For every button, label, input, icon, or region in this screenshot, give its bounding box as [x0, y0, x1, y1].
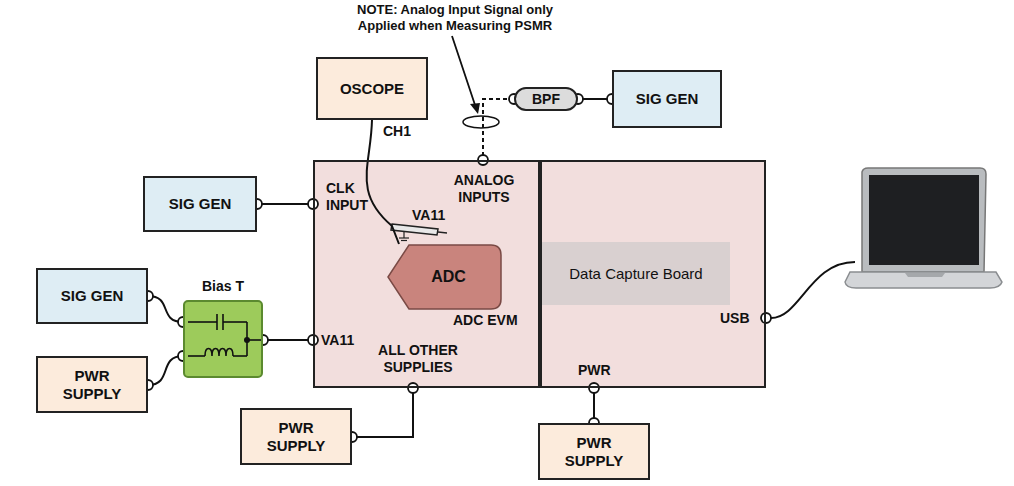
probe-tip: [438, 232, 447, 233]
instrument-box: PWR SUPPLY: [36, 356, 148, 413]
inductor-symbol: [205, 349, 233, 357]
instrument-box: PWR SUPPLY: [240, 408, 352, 465]
junction-dot: [244, 337, 250, 343]
laptop-screen: [869, 175, 979, 265]
laptop-base: [845, 272, 1002, 288]
pin-label: CLK INPUT: [326, 180, 378, 214]
cable-connector: [347, 383, 418, 442]
bias-tee-box: Bias T: [183, 300, 263, 378]
usb-port: [761, 313, 771, 323]
probe-body: [391, 224, 438, 235]
connector-port: [589, 383, 599, 393]
pin-label: PWR: [578, 362, 611, 379]
cable: [148, 356, 183, 385]
capture-board-fill: [540, 160, 766, 388]
capacitor-symbol: [216, 314, 218, 330]
instrument-box: OSCOPE: [316, 57, 428, 120]
connector-port: [408, 383, 418, 393]
wire: [188, 355, 205, 357]
node-label: SIG GEN: [636, 90, 699, 108]
node-label: ADC EVM: [453, 312, 518, 329]
adc-chip: ADC: [387, 244, 502, 310]
node-label: OSCOPE: [340, 80, 404, 98]
cable-connector: [589, 383, 599, 428]
callout-ellipse: [463, 116, 499, 128]
node-label: Data Capture Board: [542, 242, 730, 305]
wire: [188, 321, 217, 323]
note-leader: [452, 36, 476, 108]
cable: [483, 99, 514, 160]
probe-ground-lead: [403, 231, 404, 238]
pin-label: VA11: [321, 332, 354, 349]
pin-label: CH1: [383, 123, 411, 140]
cable-connector: [252, 199, 318, 209]
node-label: Bias T: [175, 278, 271, 295]
instrument-box: SIG GEN: [612, 70, 722, 128]
instrument-box: SIG GEN: [36, 268, 148, 324]
node-label: PWR SUPPLY: [559, 434, 629, 470]
cable-connector: [573, 94, 617, 104]
laptop-notch: [905, 273, 945, 277]
cable: [352, 388, 413, 437]
wire: [233, 355, 247, 357]
filter-box: BPF: [514, 87, 578, 111]
node-label: PWR SUPPLY: [57, 367, 127, 403]
cable-connector: [143, 351, 188, 390]
usb-cable: [771, 262, 855, 318]
node-label: PWR SUPPLY: [261, 419, 331, 455]
cable-connector: [478, 94, 519, 165]
node-label: ADC: [431, 267, 466, 286]
cable-connector: [143, 291, 188, 327]
adc-pentagon: [388, 245, 501, 309]
pin-label: USB: [720, 310, 750, 327]
node-label: SIG GEN: [61, 287, 124, 305]
note-text: NOTE: Analog Input Signal only Applied w…: [335, 2, 575, 33]
node-label: SIG GEN: [169, 195, 232, 213]
board-box: Data Capture Board: [540, 160, 766, 388]
pin-label: VA11: [412, 207, 445, 224]
cable-connector: [258, 335, 318, 345]
ground-symbol: [401, 240, 407, 241]
note-arrowhead: [470, 103, 480, 114]
bias-tee-circuit: [183, 300, 263, 378]
pin-label: ALL OTHER SUPPLIES: [370, 342, 466, 376]
instrument-box: SIG GEN: [143, 176, 257, 232]
node-label: BPF: [532, 91, 560, 108]
evm-board-fill: [313, 160, 540, 388]
pin-label: ANALOG INPUTS: [438, 172, 530, 206]
scope-probe: [391, 224, 447, 241]
laptop-lid: [862, 168, 986, 272]
instrument-box: PWR SUPPLY: [538, 423, 650, 480]
cable: [148, 296, 183, 322]
wire: [223, 321, 247, 323]
cable: [257, 203, 313, 205]
cable: [263, 339, 313, 341]
laptop-illustration: [845, 168, 1002, 288]
ground-symbol: [399, 237, 409, 238]
